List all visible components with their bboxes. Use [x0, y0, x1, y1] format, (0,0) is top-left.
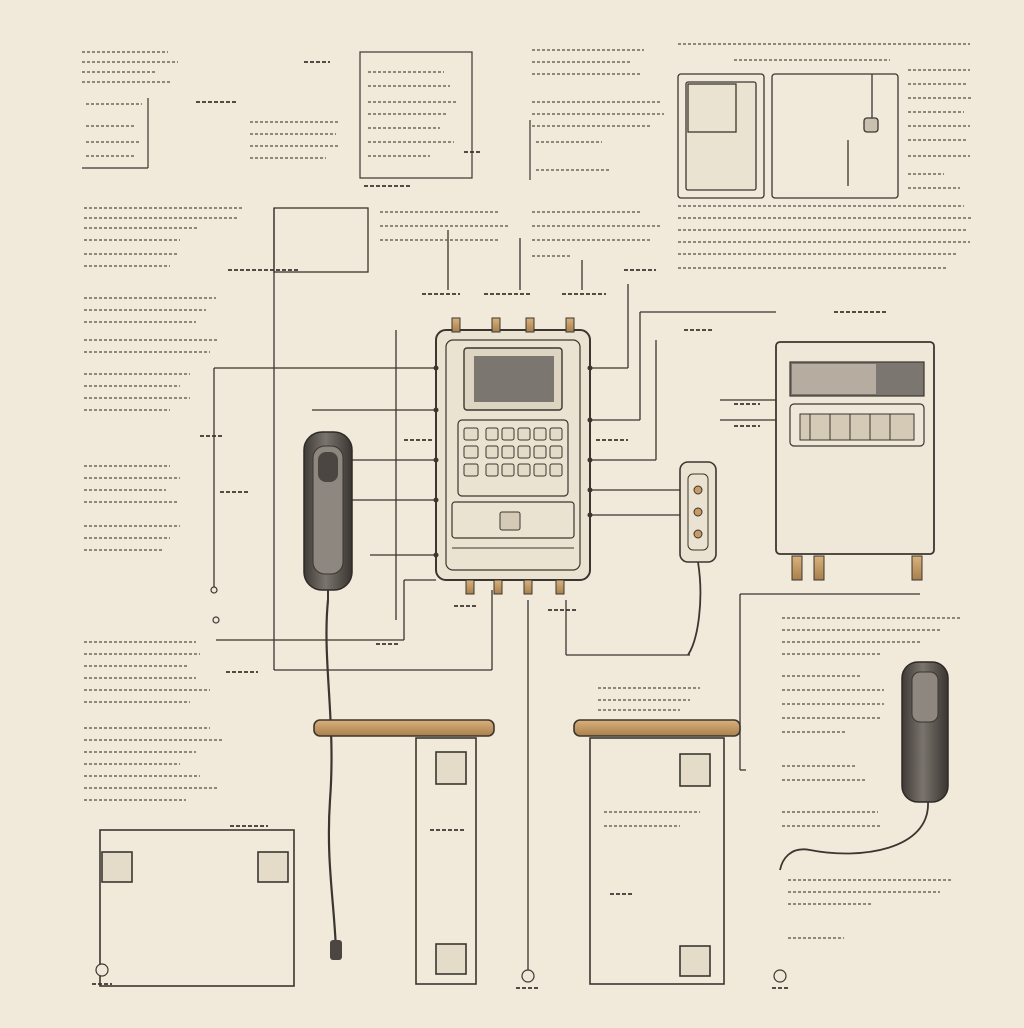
terminal-icon	[95, 586, 787, 983]
spec-card-right	[771, 73, 899, 199]
wall-handset-cord	[779, 801, 929, 871]
unit-screen	[474, 356, 554, 402]
component-label-marks	[92, 61, 888, 989]
receiver-box-icon	[775, 341, 935, 581]
telephone-handset-icon	[303, 431, 353, 600]
top-right-spec-panel	[677, 73, 899, 199]
wiring	[213, 207, 920, 970]
junction-cable	[687, 561, 702, 656]
top-notes-panel	[82, 51, 531, 180]
wall-telephone-handset-icon	[901, 661, 949, 803]
handset-cord	[325, 599, 338, 951]
control-unit-icon	[433, 317, 593, 595]
keypad	[463, 427, 563, 477]
scribble-text-blocks	[82, 43, 972, 939]
junction-box-icon	[679, 461, 717, 563]
mounting-bracket-icon	[99, 719, 741, 987]
cord-plug	[330, 940, 342, 960]
note-frame	[359, 51, 473, 179]
spec-card-left	[677, 73, 765, 199]
